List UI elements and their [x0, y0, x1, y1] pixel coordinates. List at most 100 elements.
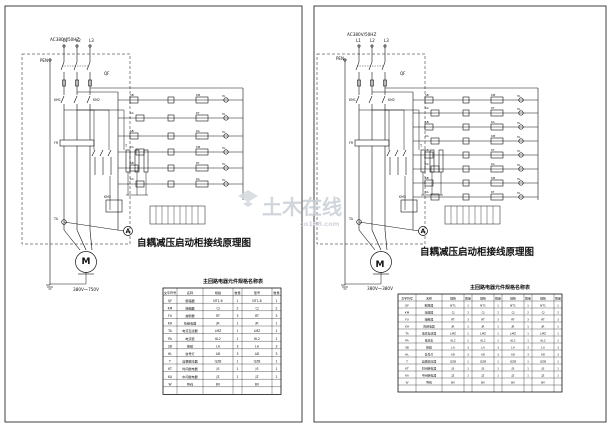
relay-coil [195, 132, 209, 140]
table-cell: LA [216, 344, 221, 348]
table-cell: 3 [237, 344, 239, 348]
relay-contact [167, 96, 175, 104]
table-cell: SB [168, 344, 172, 348]
table-cell: LA [255, 344, 260, 348]
table-cell: KT [168, 367, 172, 371]
terminal-block [149, 205, 206, 225]
table-cell: QF [168, 299, 172, 303]
transformer-label: T [419, 144, 423, 148]
indicator-lamp-icon [518, 97, 524, 103]
table-cell: 热继电器 [423, 324, 435, 329]
table-cell: RT [511, 318, 515, 322]
pe-label-right: PEN [336, 56, 344, 61]
km1-label: KM1 [349, 98, 356, 102]
table-cell: 1 [276, 322, 278, 326]
motor-feed [89, 229, 93, 251]
relay-coil [195, 96, 209, 104]
rung-label-lamp: HL [222, 130, 226, 134]
table-cell: CJ [512, 311, 515, 315]
table-cell: 2 [527, 311, 529, 315]
rung-label-lamp: HL [517, 149, 521, 153]
motor-feed [384, 229, 388, 251]
cabinet-outline [316, 53, 426, 245]
pushbutton-contact [430, 109, 440, 117]
table-cell: SB [405, 346, 409, 350]
terminal-dot [383, 44, 387, 48]
table-cell: JR [481, 325, 485, 329]
autotransformer-winding [420, 149, 426, 173]
table-cell: 时间继电器 [422, 366, 437, 371]
table-cell: NT1 [450, 304, 456, 308]
rung-label-lamp: HL [517, 135, 521, 139]
table-cell: 3 [276, 352, 278, 356]
table-cell: QZB [510, 360, 516, 364]
table-cell: AD [255, 352, 260, 356]
pushbutton-contact [424, 151, 434, 159]
table-cell: TA [167, 329, 173, 333]
phase-label-l1: L1 [63, 38, 68, 43]
rung-label-coil: KT [491, 106, 495, 110]
relay-coil [490, 137, 504, 145]
table-cell: JS [255, 367, 259, 371]
rung-label-left: KA [130, 111, 134, 115]
ta-label: TA [348, 217, 354, 221]
table-cell: 1 [557, 304, 559, 308]
table-cell: 1 [527, 360, 529, 364]
km-contact [86, 95, 91, 104]
km2-contact [107, 149, 112, 157]
table-cell: LMZ [480, 332, 486, 336]
km2-contact [394, 149, 399, 157]
table-header-cell: 数量 [273, 290, 279, 295]
motor-label-right: M [376, 260, 385, 270]
pe-terminal [48, 58, 52, 62]
table-cell: QZB [215, 360, 222, 364]
relay-coil [195, 114, 209, 122]
km2-label: KM2 [93, 98, 100, 102]
rung-label-left: SB [130, 161, 134, 165]
thermal-relay [59, 139, 95, 147]
ammeter-label: A [126, 228, 131, 235]
table-cell: RT [541, 318, 545, 322]
table-cell: 3 [497, 353, 499, 357]
table-cell: 3 [276, 344, 278, 348]
relay-contact [167, 114, 175, 122]
table-cell: 接触器 [185, 305, 194, 310]
table-cell: JZ [451, 374, 455, 378]
table-cell: AD [451, 353, 456, 357]
table-cell: AD [216, 352, 221, 356]
table-cell: 3 [467, 318, 469, 322]
relay-contact [167, 180, 175, 188]
table-cell: 1 [237, 329, 239, 333]
indicator-lamp-icon [518, 124, 524, 130]
km2-label: KM2 [388, 98, 395, 102]
km-contact [355, 95, 360, 104]
terminal-dot [62, 44, 66, 48]
relay-coil [490, 109, 504, 117]
relay-contact [167, 132, 175, 140]
rung-label-left: SB [130, 93, 134, 97]
indicator-lamp-icon [518, 194, 524, 200]
table-cell: 3 [497, 346, 499, 350]
relay-contact [462, 165, 470, 173]
table-cell: 2 [276, 306, 278, 310]
table-cell: HL [405, 353, 409, 357]
rung-label-lamp: HL [517, 121, 521, 125]
indicator-lamp-icon [223, 115, 229, 121]
table-cell: NT1 [540, 304, 546, 308]
fuse [88, 79, 92, 87]
rung-label-coil: KA [196, 177, 200, 181]
table-cell: T [405, 360, 408, 364]
table-cell: T [168, 360, 171, 364]
table-header-cell: 型号 [254, 290, 260, 295]
rung-label-coil: KA [491, 162, 495, 166]
diagram-title: 自耦减压启动柜接线原理图 [137, 237, 251, 249]
relay-contact [462, 193, 470, 201]
km1-label: KM1 [54, 98, 61, 102]
indicator-lamp-icon [223, 165, 229, 171]
table-cell: JZ [481, 374, 485, 378]
